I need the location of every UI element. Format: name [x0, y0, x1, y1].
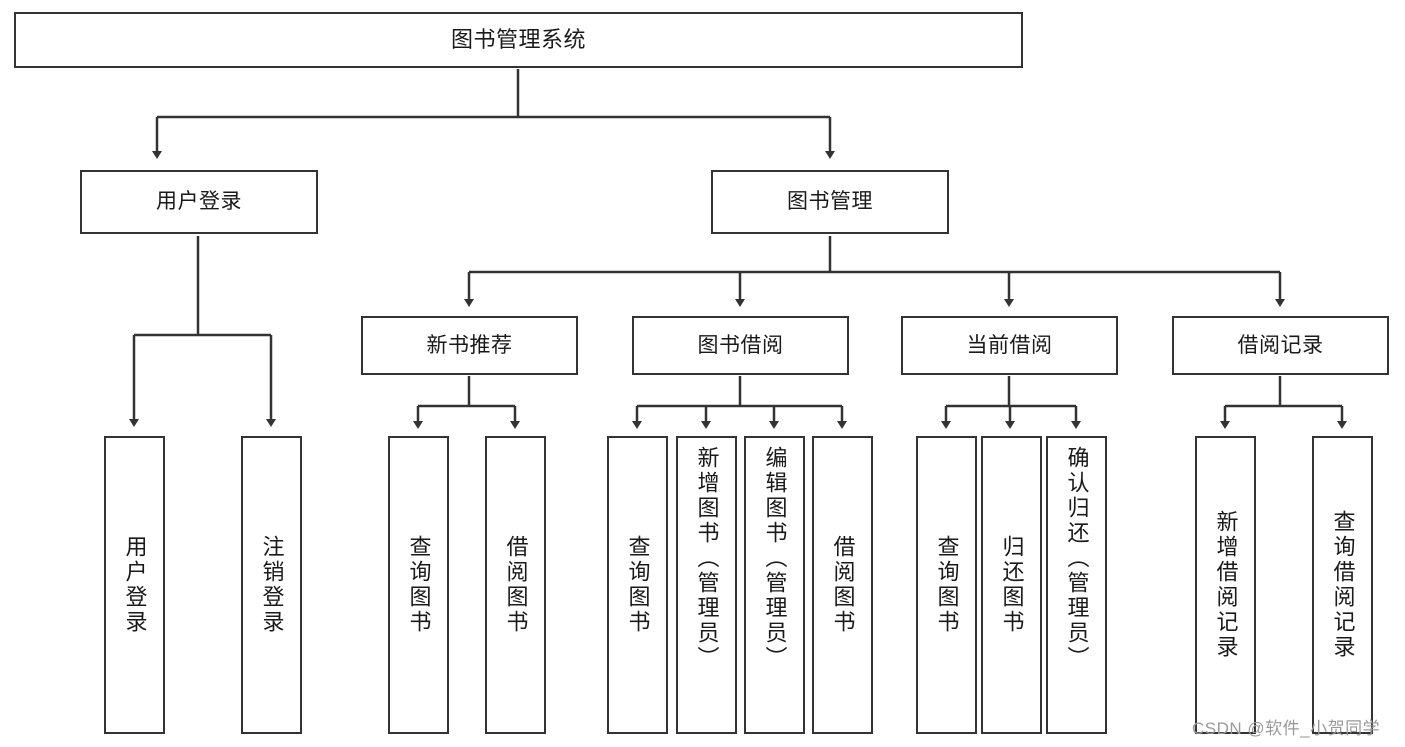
- node-user-login-label: 用户登录: [156, 190, 242, 214]
- leaf-edit-book[interactable]: 编辑图书（管理员）: [744, 436, 805, 734]
- leaf-user-login-label: 用户登录: [122, 535, 148, 635]
- node-book-borrow-label: 图书借阅: [697, 333, 784, 357]
- node-book-manage[interactable]: 图书管理: [711, 170, 949, 234]
- node-user-login[interactable]: 用户登录: [80, 170, 318, 234]
- leaf-query-book-2-label: 查询图书: [625, 535, 651, 635]
- leaf-return-book[interactable]: 归还图书: [981, 436, 1042, 734]
- leaf-query-record-label: 查询借阅记录: [1330, 510, 1356, 660]
- leaf-borrow-book-1-label: 借阅图书: [503, 535, 529, 635]
- leaf-confirm-return[interactable]: 确认归还（管理员）: [1046, 436, 1107, 734]
- leaf-logout-login-label: 注销登录: [259, 535, 285, 635]
- node-borrow-record-label: 借阅记录: [1237, 333, 1324, 357]
- leaf-query-book-1[interactable]: 查询图书: [388, 436, 449, 734]
- leaf-query-book-2[interactable]: 查询图书: [607, 436, 668, 734]
- node-book-manage-label: 图书管理: [787, 190, 873, 214]
- node-new-book-recommend-label: 新书推荐: [426, 333, 513, 357]
- leaf-logout-login[interactable]: 注销登录: [241, 436, 302, 734]
- leaf-return-book-label: 归还图书: [999, 535, 1025, 635]
- leaf-query-book-3-label: 查询图书: [934, 535, 960, 635]
- csdn-watermark: CSDN @软件_小贺同学: [1192, 719, 1381, 738]
- leaf-edit-book-label: 编辑图书（管理员）: [762, 446, 788, 671]
- node-current-borrow[interactable]: 当前借阅: [901, 316, 1118, 375]
- node-borrow-record[interactable]: 借阅记录: [1172, 316, 1389, 375]
- node-root-label: 图书管理系统: [450, 26, 586, 52]
- leaf-borrow-book-1[interactable]: 借阅图书: [485, 436, 546, 734]
- node-new-book-recommend[interactable]: 新书推荐: [361, 316, 578, 375]
- leaf-query-book-3[interactable]: 查询图书: [916, 436, 977, 734]
- leaf-query-record[interactable]: 查询借阅记录: [1312, 436, 1373, 734]
- leaf-user-login[interactable]: 用户登录: [104, 436, 165, 734]
- node-current-borrow-label: 当前借阅: [966, 333, 1053, 357]
- leaf-add-book[interactable]: 新增图书（管理员）: [676, 436, 737, 734]
- node-root[interactable]: 图书管理系统: [14, 12, 1023, 68]
- leaf-confirm-return-label: 确认归还（管理员）: [1064, 446, 1090, 671]
- leaf-add-record[interactable]: 新增借阅记录: [1195, 436, 1256, 734]
- leaf-add-book-label: 新增图书（管理员）: [694, 446, 720, 671]
- leaf-borrow-book-2-label: 借阅图书: [830, 535, 856, 635]
- leaf-add-record-label: 新增借阅记录: [1213, 510, 1239, 660]
- node-book-borrow[interactable]: 图书借阅: [632, 316, 849, 375]
- leaf-query-book-1-label: 查询图书: [406, 535, 432, 635]
- leaf-borrow-book-2[interactable]: 借阅图书: [812, 436, 873, 734]
